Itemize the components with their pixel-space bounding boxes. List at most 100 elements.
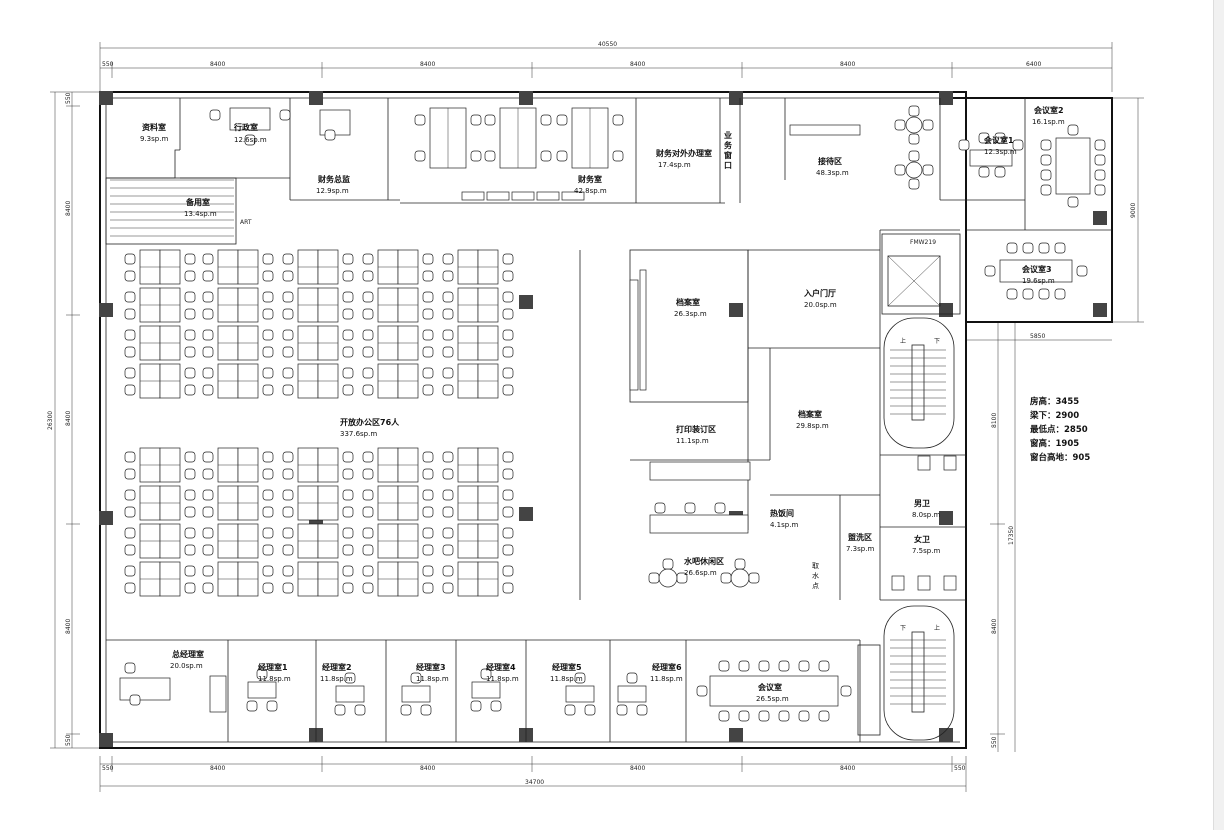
chair — [894, 164, 906, 176]
chair — [636, 704, 648, 716]
chair — [184, 308, 196, 320]
room-area: 8.0sp.m — [912, 511, 940, 519]
chair — [129, 694, 141, 706]
chair — [344, 672, 356, 684]
chair — [422, 270, 434, 282]
chair — [908, 133, 920, 145]
room-area: 13.4sp.m — [184, 210, 217, 218]
room-name: 会议室 — [758, 682, 782, 692]
chair — [262, 291, 274, 303]
chair — [282, 489, 294, 501]
chair — [262, 270, 274, 282]
char: 务 — [724, 140, 733, 150]
chair — [202, 308, 214, 320]
chair — [1038, 288, 1050, 300]
chair — [1054, 288, 1066, 300]
room-name: 经理室3 — [416, 662, 446, 672]
room-area: 19.6sp.m — [1022, 277, 1055, 285]
chair — [616, 704, 628, 716]
room-labels: 资料室 9.3sp.m 行政室 12.6sp.m 备用室 13.4sp.m AR… — [140, 105, 1065, 703]
chair — [1040, 184, 1052, 196]
chair — [262, 451, 274, 463]
room-area: 17.4sp.m — [658, 161, 691, 169]
chair — [442, 384, 454, 396]
chair — [1067, 124, 1079, 136]
chair — [362, 308, 374, 320]
chair — [748, 572, 760, 584]
chair — [202, 329, 214, 341]
chair — [442, 506, 454, 518]
room-name: 打印装订区 — [676, 424, 716, 434]
chair — [1054, 242, 1066, 254]
chair — [422, 489, 434, 501]
chair — [262, 308, 274, 320]
chair — [422, 582, 434, 594]
chair — [422, 367, 434, 379]
room-area: 11.8sp.m — [550, 675, 583, 683]
chair — [184, 506, 196, 518]
dim-bottom-total: 34700 — [525, 779, 544, 786]
chair — [362, 291, 374, 303]
chair — [184, 544, 196, 556]
chair — [342, 451, 354, 463]
chair — [422, 308, 434, 320]
structural-column — [939, 728, 953, 742]
chair — [442, 544, 454, 556]
chair — [1094, 169, 1106, 181]
chair — [840, 685, 852, 697]
chair — [422, 291, 434, 303]
chair — [410, 672, 422, 684]
chair — [758, 660, 770, 672]
dim-top-seg: 550 — [102, 61, 114, 68]
chair — [420, 704, 432, 716]
room-name: 经理室4 — [486, 662, 516, 672]
chair — [718, 710, 730, 722]
chair — [422, 253, 434, 265]
chair — [684, 502, 696, 514]
desk — [969, 149, 1013, 167]
chair — [738, 660, 750, 672]
chair — [202, 506, 214, 518]
desk — [649, 514, 749, 534]
round-table — [730, 568, 750, 588]
chair — [184, 582, 196, 594]
chair — [184, 270, 196, 282]
desk — [617, 685, 647, 703]
chair — [266, 700, 278, 712]
room-area: 11.8sp.m — [486, 675, 519, 683]
chair — [502, 346, 514, 358]
room-name: 财务总监 — [317, 174, 350, 184]
desk — [789, 124, 861, 136]
room-name: 盥洗区 — [848, 532, 872, 542]
room-name: 总经理室 — [172, 649, 204, 659]
chair — [676, 572, 688, 584]
chair — [262, 329, 274, 341]
desk — [335, 685, 365, 703]
chair — [958, 139, 970, 151]
room-name: 经理室6 — [652, 662, 682, 672]
chair — [1006, 242, 1018, 254]
chair — [342, 329, 354, 341]
chair — [362, 468, 374, 480]
chair — [282, 384, 294, 396]
chair — [574, 672, 586, 684]
desk — [229, 107, 271, 131]
dim-right-width: 5850 — [1030, 333, 1045, 340]
stairs-elevator: FMW219 上 下 下 上 — [110, 179, 961, 741]
chair — [279, 109, 291, 121]
chair — [124, 253, 136, 265]
room-area: 48.3sp.m — [816, 169, 849, 177]
vertical-scrollbar[interactable] — [1213, 0, 1224, 830]
chair — [202, 565, 214, 577]
chair — [442, 367, 454, 379]
chair — [414, 114, 426, 126]
chair — [778, 660, 790, 672]
room-area: 4.1sp.m — [770, 521, 798, 529]
chair — [662, 558, 674, 570]
chair — [994, 166, 1006, 178]
stair-up-label: 下 — [900, 625, 906, 632]
room-name: 备用室 — [185, 197, 210, 207]
structural-column — [309, 91, 323, 105]
chair — [282, 451, 294, 463]
dim-left-seg: 8400 — [65, 619, 72, 634]
